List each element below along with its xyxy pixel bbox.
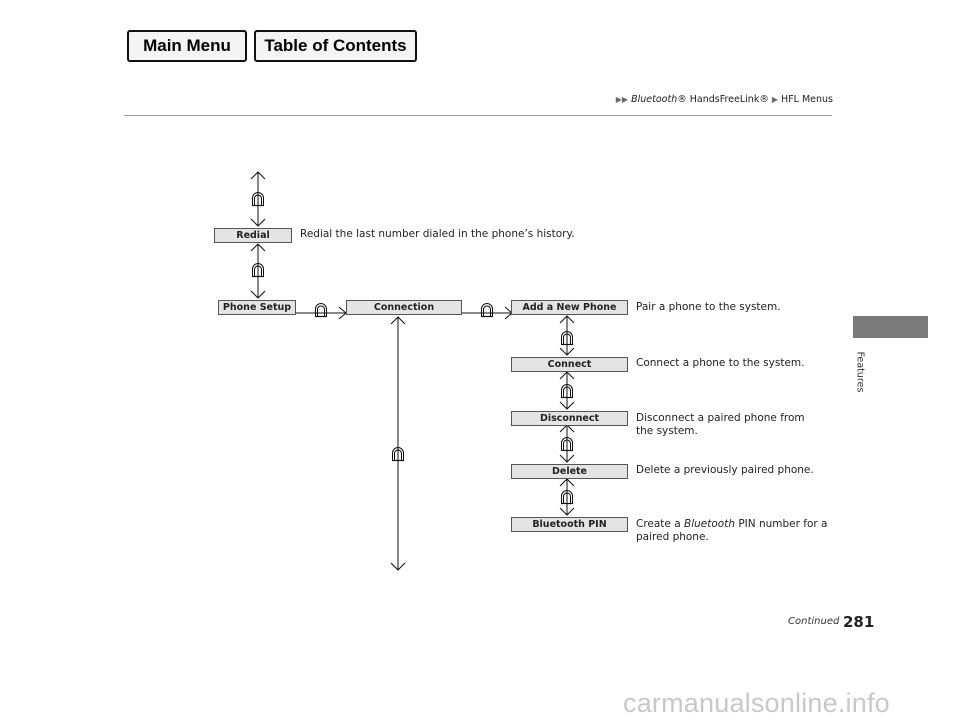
bluetooth-pin-description-line2: paired phone. [636, 531, 709, 543]
connection-node[interactable]: Connection [346, 300, 462, 315]
watermark: carmanualsonline.info [623, 688, 890, 718]
disconnect-description-line2: the system. [636, 425, 698, 437]
bluetooth-pin-description-line1: Create a Bluetooth PIN number for a [636, 518, 827, 531]
section-tab[interactable] [853, 316, 928, 338]
delete-node[interactable]: Delete [511, 464, 628, 479]
redial-description: Redial the last number dialed in the pho… [300, 228, 575, 240]
breadcrumb-handsfreelink: ® HandsFreeLink® [677, 94, 769, 105]
main-menu-button[interactable]: Main Menu [127, 30, 247, 62]
disconnect-node[interactable]: Disconnect [511, 411, 628, 426]
delete-description: Delete a previously paired phone. [636, 464, 814, 476]
disconnect-description: Disconnect a paired phone from the syste… [636, 412, 805, 438]
page-number: 281 [843, 613, 875, 631]
header-rule [124, 115, 832, 116]
redial-node[interactable]: Redial [214, 228, 292, 243]
disconnect-description-line1: Disconnect a paired phone from [636, 412, 805, 424]
add-new-phone-node[interactable]: Add a New Phone [511, 300, 628, 315]
pin-text-pre: Create a [636, 518, 684, 530]
table-of-contents-button[interactable]: Table of Contents [254, 30, 417, 62]
dial-knob-icon [314, 302, 328, 318]
pin-text-post: PIN number for a [734, 518, 828, 530]
add-new-phone-description: Pair a phone to the system. [636, 301, 781, 313]
breadcrumb-arrow-icon: ▶ [771, 95, 779, 104]
phone-setup-node[interactable]: Phone Setup [218, 300, 296, 315]
breadcrumb-bluetooth: Bluetooth [631, 94, 678, 105]
dial-knob-icon [480, 302, 494, 318]
breadcrumb-hfl-menus[interactable]: HFL Menus [781, 94, 833, 105]
bluetooth-pin-node[interactable]: Bluetooth PIN [511, 517, 628, 532]
pin-text-italic: Bluetooth [684, 518, 735, 530]
connect-description: Connect a phone to the system. [636, 357, 805, 369]
continued-label: Continued [788, 616, 840, 627]
connect-node[interactable]: Connect [511, 357, 628, 372]
bluetooth-pin-description: Create a Bluetooth PIN number for a pair… [636, 518, 827, 544]
breadcrumb: ▶▶ Bluetooth® HandsFreeLink® ▶ HFL Menus [616, 94, 833, 105]
breadcrumb-arrow-icon: ▶▶ [615, 95, 629, 104]
